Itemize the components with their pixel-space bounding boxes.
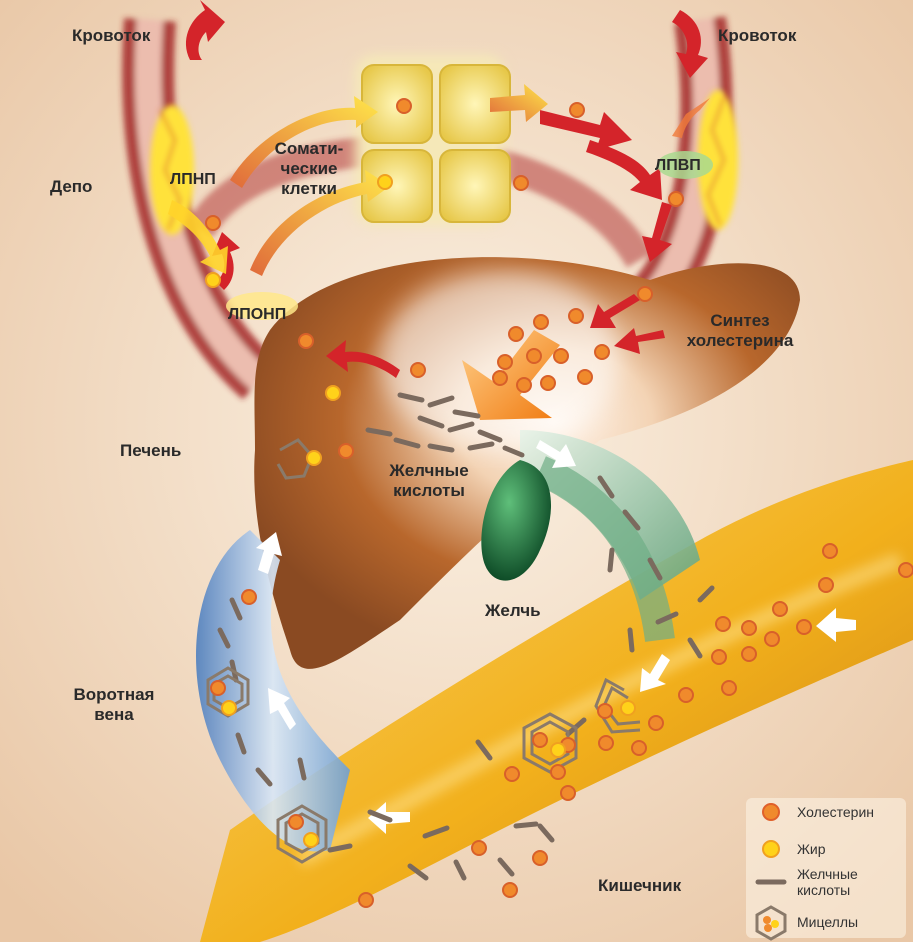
fat-particle (326, 386, 340, 400)
cholesterol-particle (632, 741, 646, 755)
cholesterol-particle (797, 620, 811, 634)
label-bile-acids: Желчные кислоты (374, 461, 484, 501)
cholesterol-particle (505, 767, 519, 781)
legend-cholesterol-swatch (763, 804, 779, 820)
cholesterol-particle (472, 841, 486, 855)
cholesterol-particle (669, 192, 683, 206)
cholesterol-particle (498, 355, 512, 369)
cholesterol-particle (211, 681, 225, 695)
cholesterol-particle (527, 349, 541, 363)
legend-cholesterol: Холестерин (797, 804, 874, 820)
cholesterol-particle (742, 621, 756, 635)
fat-particle (304, 833, 318, 847)
cholesterol-particle (299, 334, 313, 348)
cholesterol-particle (534, 315, 548, 329)
label-somatic-cells: Сомати- ческие клетки (262, 139, 356, 199)
cholesterol-particle (517, 378, 531, 392)
cholesterol-particle (533, 733, 547, 747)
cholesterol-particle (712, 650, 726, 664)
label-bile: Желчь (485, 601, 541, 621)
cholesterol-particle (541, 376, 555, 390)
cholesterol-particle (339, 444, 353, 458)
label-depot: Депо (50, 177, 92, 197)
label-intestine: Кишечник (598, 876, 681, 896)
label-vldl: ЛПОНП (228, 305, 286, 325)
cholesterol-particle (514, 176, 528, 190)
cholesterol-particle (561, 786, 575, 800)
cholesterol-particle (359, 893, 373, 907)
cholesterol-particle (569, 309, 583, 323)
cholesterol-particle (289, 815, 303, 829)
label-hdl: ЛПВП (655, 156, 701, 176)
cholesterol-particle (570, 103, 584, 117)
cholesterol-particle (493, 371, 507, 385)
cholesterol-particle (411, 363, 425, 377)
fat-particle (378, 175, 392, 189)
label-blood-flow-left: Кровоток (72, 26, 150, 46)
cholesterol-particle (578, 370, 592, 384)
cholesterol-particle (554, 349, 568, 363)
cholesterol-particle (899, 563, 913, 577)
label-liver: Печень (120, 441, 181, 461)
label-blood-flow-right: Кровоток (718, 26, 796, 46)
label-cholesterol-synthesis: Синтез холестерина (660, 311, 820, 351)
cholesterol-particle (773, 602, 787, 616)
cholesterol-particle (551, 765, 565, 779)
cholesterol-particle (649, 716, 663, 730)
cholesterol-particle (242, 590, 256, 604)
cholesterol-particle (742, 647, 756, 661)
cholesterol-particle (716, 617, 730, 631)
cholesterol-particle (206, 216, 220, 230)
cholesterol-particle (595, 345, 609, 359)
fat-particle (621, 701, 635, 715)
cholesterol-particle (765, 632, 779, 646)
cholesterol-particle (722, 681, 736, 695)
legend-fat-swatch (763, 841, 779, 857)
cholesterol-particle (819, 578, 833, 592)
cholesterol-particle (679, 688, 693, 702)
legend-fat: Жир (797, 841, 826, 857)
cholesterol-particle (598, 704, 612, 718)
cholesterol-particle (397, 99, 411, 113)
legend-micelles: Мицеллы (797, 914, 858, 930)
cholesterol-particle (503, 883, 517, 897)
somatic-cells (355, 55, 510, 225)
label-ldl: ЛПНП (170, 170, 216, 190)
legend-bile-acids: Желчные кислоты (797, 866, 858, 898)
fat-particle (206, 273, 220, 287)
cholesterol-particle (533, 851, 547, 865)
fat-particle (307, 451, 321, 465)
fat-particle (222, 701, 236, 715)
fat-particle (551, 743, 565, 757)
cholesterol-particle (509, 327, 523, 341)
cholesterol-particle (638, 287, 652, 301)
cholesterol-particle (599, 736, 613, 750)
label-portal-vein: Воротная вена (64, 685, 164, 725)
cholesterol-particle (823, 544, 837, 558)
